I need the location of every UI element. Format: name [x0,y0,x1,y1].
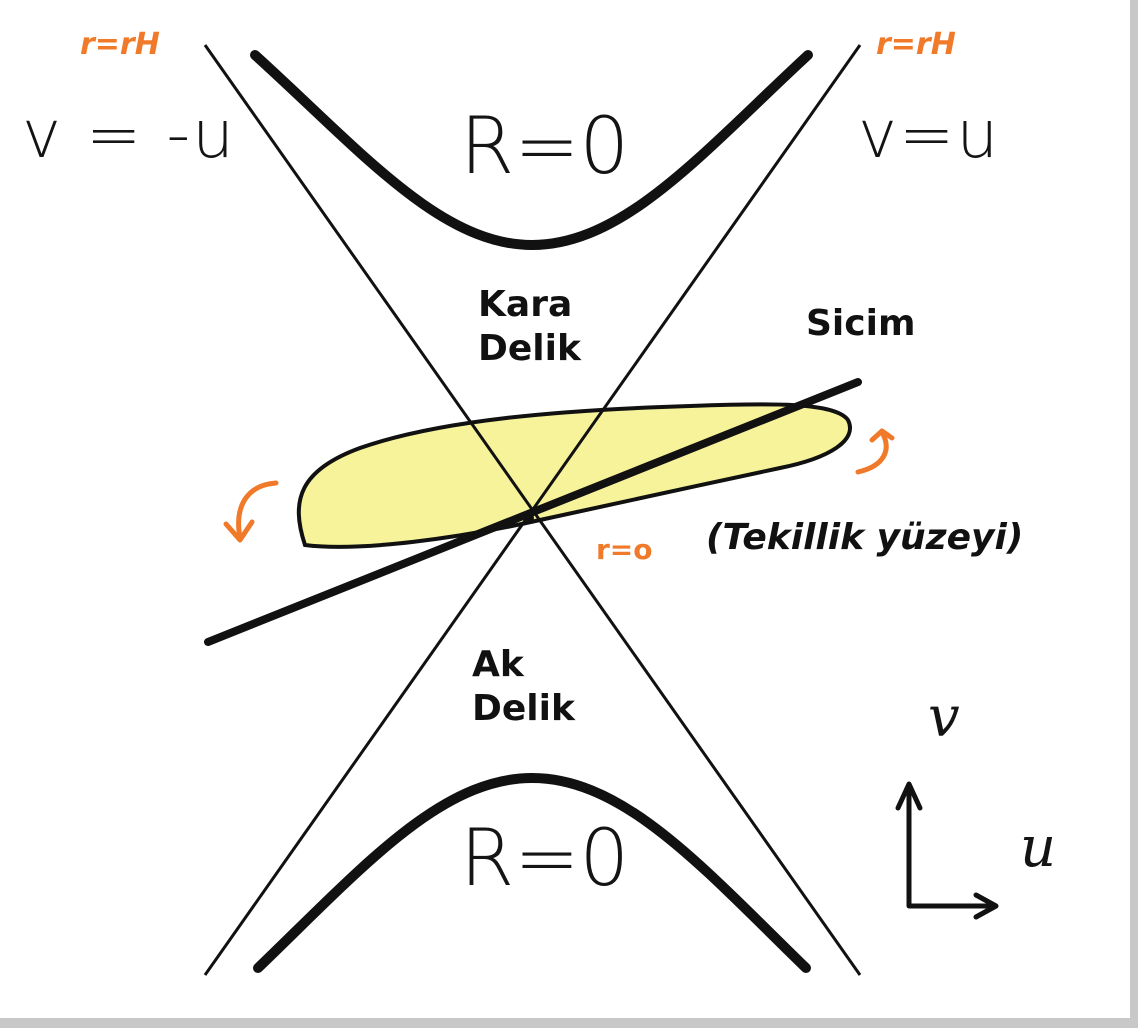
singularity-label-bottom: R=0 [460,814,630,904]
origin-point [526,514,534,522]
string-line [204,378,862,646]
axis-arrows-icon [895,781,999,920]
null-line-label-right: v=u [858,96,1001,173]
horizon-label-left: r=rH [80,27,160,62]
string-label: Sicim [806,303,916,344]
singularity-curve-top [250,50,813,251]
black-hole-label-line2: Delik [478,328,581,369]
rotation-arrow-right-icon [855,428,895,475]
white-hole-label-line2: Delik [472,688,575,729]
null-line-label-left: v = -u [22,96,236,173]
singularity-label-top: R=0 [460,102,630,192]
axis-label-u: u [1020,815,1057,880]
singularity-surface-label: (Tekillik yüzeyi) [706,517,1024,558]
white-hole-label-line1: Ak [472,644,524,685]
singularity-curve-bottom [253,772,811,973]
black-hole-region-label: Kara Delik [478,283,581,371]
rotation-arrow-left-icon [223,480,279,543]
axis-label-v: v [928,685,960,750]
black-hole-label-line1: Kara [478,284,573,325]
horizon-label-right: r=rH [876,27,956,62]
origin-label: r=o [596,533,653,566]
white-hole-region-label: Ak Delik [472,643,575,731]
